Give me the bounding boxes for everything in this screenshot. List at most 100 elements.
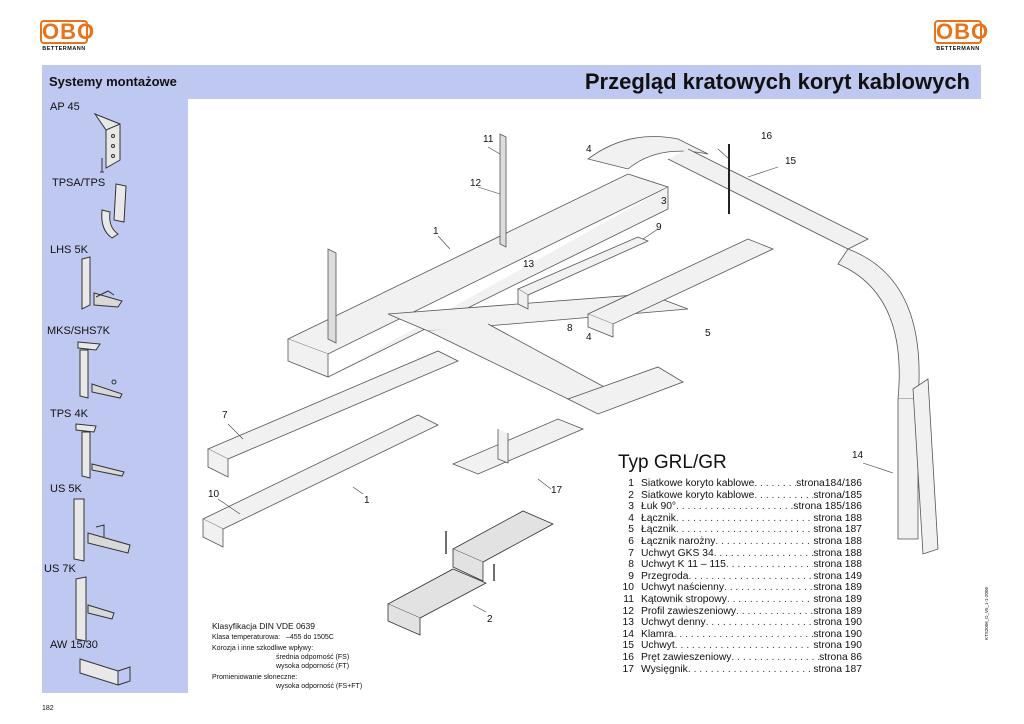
legend-item-page-ref: strona 189	[813, 605, 862, 617]
legend-item-leader	[676, 501, 793, 513]
legend-item-number: 15	[622, 640, 634, 652]
legend-item-page-ref: strona 188	[813, 535, 862, 547]
document-code: KTS2006_D_V5_1-1-2006	[984, 586, 989, 640]
callout-9: 9	[656, 222, 662, 233]
sidebar-title: Systemy montażowe	[49, 74, 177, 89]
legend-item-name: Uchwyt	[641, 640, 675, 652]
corrosion-label: Korozja i inne szkodliwe wpływy:	[212, 645, 314, 652]
connector-tray	[586, 238, 775, 338]
tpsa-bracket-drawing	[98, 182, 138, 242]
legend-item-number: 8	[628, 559, 634, 571]
legend-item-number: 7	[628, 547, 634, 559]
legend-item-page-ref: strona/185	[813, 489, 862, 501]
legend-item-leader	[754, 478, 796, 490]
legend-item-name: Uchwyt GKS 34	[641, 547, 714, 559]
legend-item-name: Uchwyt denny	[641, 617, 706, 629]
temp-value: –455 do 1505C	[285, 634, 334, 641]
callout-16: 16	[761, 131, 773, 142]
legend-item-number: 9	[628, 570, 634, 582]
callout-17: 17	[551, 485, 563, 496]
sidebar-item-aw1530: AW 15/30	[50, 639, 98, 651]
temp-label: Klasa temperaturowa:	[212, 634, 281, 641]
legend-item-page-ref: strona 187	[813, 524, 862, 536]
sidebar-item-ap45: AP 45	[50, 101, 80, 113]
legend-item-name: Przegroda	[641, 570, 689, 582]
legend-item: 15 Uchwyt strona 190	[620, 640, 862, 652]
legend-item-leader	[715, 536, 813, 548]
callout-3: 3	[661, 196, 667, 207]
legend-item-name: Łącznik	[641, 524, 676, 536]
legend-item: 5 Łącznik strona 187	[620, 524, 862, 536]
page-number: 182	[42, 705, 54, 712]
legend-item-number: 6	[628, 535, 634, 547]
legend-item-number: 10	[622, 582, 634, 594]
sidebar-item-tpsa: TPSA/TPS	[52, 177, 106, 189]
classification-title: Klasyfikacja DIN VDE 0639	[212, 621, 315, 631]
legend-item-number: 13	[622, 617, 634, 629]
page-title: Przegląd kratowych koryt kablowych	[584, 69, 970, 94]
short-tray-lower	[387, 568, 487, 636]
legend-item-page-ref: strona 187	[813, 663, 862, 675]
sidebar-item-us7k: US 7K	[44, 563, 76, 575]
legend-item: 4Łącznikstrona 188	[620, 513, 862, 525]
legend-item-page-ref: strona 149	[813, 570, 862, 582]
legend-item-leader	[726, 559, 813, 571]
legend-item-name: Wysięgnik	[641, 663, 688, 675]
legend-item-page-ref: strona 190	[813, 617, 862, 629]
callout-1a: 1	[433, 226, 439, 237]
legend-item-name: Pręt zawieszeniowy	[641, 651, 732, 663]
legend-item: 9 Przegroda strona 149	[620, 571, 862, 583]
legend-item-name: Kątownik stropowy	[641, 593, 727, 605]
obo-logo-left: OBO BETTERMANN	[40, 19, 96, 52]
legend-item-leader	[689, 571, 814, 583]
legend-item-leader	[675, 640, 814, 652]
legend-item-name: Łącznik narożny	[641, 535, 716, 547]
sidebar-item-tps4k: TPS 4K	[50, 408, 88, 420]
legend-item-name: Łuk 90°	[641, 501, 677, 513]
legend-item-leader	[688, 664, 813, 676]
legend-item-number: 17	[622, 663, 634, 675]
tps4k-bracket-drawing	[70, 420, 130, 482]
bend-90	[587, 136, 939, 555]
legend-item-page-ref: strona 185/186	[793, 501, 862, 513]
upper-tray	[286, 173, 670, 378]
sidebar-item-mks: MKS/SHS7K	[47, 325, 110, 337]
mks-bracket-drawing	[72, 338, 128, 403]
legend-item-number: 4	[628, 512, 634, 524]
legend-item-leader	[674, 629, 814, 641]
legend-item: 7 Uchwyt GKS 34 strona 188	[620, 548, 862, 560]
corrosion-value-1: średnia odporność (FS)	[276, 654, 350, 661]
legend-title: Typ GRL/GR	[618, 452, 727, 473]
legend-item: 17 Wysięgnik strona 187	[620, 664, 862, 676]
callout-14: 14	[852, 450, 864, 461]
legend-item-page-ref: strona184/186	[796, 478, 862, 489]
legend-item-name: Łącznik	[641, 512, 676, 524]
legend-item: 13 Uchwyt denny strona 190	[620, 617, 862, 629]
legend-item-page-ref: strona 188	[813, 547, 862, 559]
legend-item: 14Klamrastrona 190	[620, 629, 862, 641]
legend-item-page-ref: strona 190	[813, 640, 862, 652]
legend-item-leader	[706, 617, 814, 629]
legend-item-leader	[727, 594, 813, 606]
legend-item-page-ref: strona 189	[813, 582, 862, 594]
legend-item-number: 5	[628, 524, 634, 536]
classification-block: Klasyfikacja DIN VDE 0639 Klasa temperat…	[212, 622, 412, 691]
callout-13: 13	[523, 259, 535, 270]
short-tray-upper	[452, 510, 554, 582]
callout-2: 2	[487, 614, 493, 625]
callout-4a: 4	[586, 144, 592, 155]
legend-item-name: Siatkowe koryto kablowe	[641, 489, 755, 501]
header-band	[42, 65, 981, 99]
legend-item-name: Profil zawieszeniowy	[641, 605, 736, 617]
callout-1b: 1	[364, 495, 370, 506]
legend-item-name: Uchwyt K 11 – 115	[641, 559, 726, 571]
callout-8: 8	[567, 323, 573, 334]
legend-item-name: Siatkowe koryto kablowe	[641, 478, 755, 489]
aw1530-bracket-drawing	[78, 655, 134, 691]
legend-item-name: Uchwyt naścienny	[641, 582, 724, 594]
